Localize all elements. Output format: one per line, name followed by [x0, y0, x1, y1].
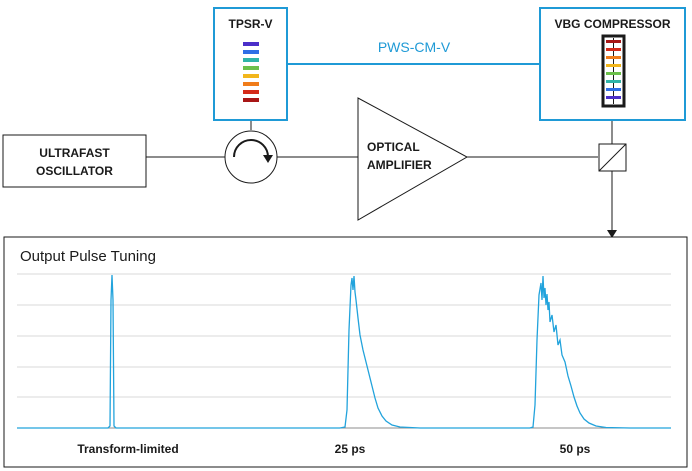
circulator-icon [224, 130, 278, 184]
pulse-trace-25ps [339, 275, 530, 429]
pulse-gridlines [17, 273, 671, 398]
grating-stripe [606, 72, 621, 75]
pulse-label-transform-limited: Transform-limited [77, 442, 178, 456]
tpsr-label: TPSR-V [228, 17, 272, 31]
grating-stripe [243, 66, 259, 70]
amplifier-label-line1: OPTICAL [367, 140, 420, 154]
oscillator-label-line2: OSCILLATOR [36, 164, 113, 178]
grating-stripe [606, 48, 621, 51]
output-panel [3, 236, 688, 468]
beam-splitter-icon [598, 143, 627, 172]
pws-cm-label: PWS-CM-V [378, 39, 451, 55]
grating-stripe [243, 58, 259, 62]
oscillator-box [2, 134, 147, 188]
pulse-trace-50ps [529, 275, 671, 429]
grating-stripe [606, 96, 621, 99]
grating-stripe [243, 98, 259, 102]
vbg-compressor-label: VBG COMPRESSOR [554, 17, 670, 31]
grating-stripe [606, 88, 621, 91]
grating-stripe [243, 82, 259, 86]
output-arrow-icon [607, 230, 617, 238]
pulse-trace-transform-limited [17, 274, 340, 429]
grating-stripe [243, 50, 259, 54]
vbg-grating-icon [606, 40, 621, 99]
grating-stripe [243, 74, 259, 78]
pulse-label-50ps: 50 ps [560, 442, 591, 456]
grating-stripe [243, 42, 259, 46]
grating-stripe [606, 56, 621, 59]
grating-stripe [606, 40, 621, 43]
output-panel-title: Output Pulse Tuning [20, 248, 156, 265]
grating-stripe [606, 80, 621, 83]
oscillator-label-line1: ULTRAFAST [39, 146, 110, 160]
tpsr-grating-icon [243, 42, 259, 102]
grating-stripe [606, 64, 621, 67]
optical-amplifier-triangle [357, 97, 469, 221]
amplifier-label-line2: AMPLIFIER [367, 158, 432, 172]
grating-stripe [243, 90, 259, 94]
pulse-label-25ps: 25 ps [335, 442, 366, 456]
